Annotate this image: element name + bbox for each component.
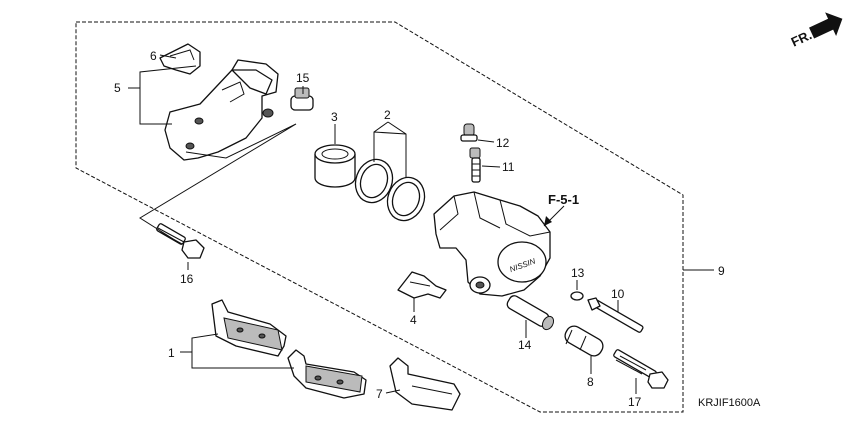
- leader-2: [373, 121, 407, 178]
- label-15: 15: [296, 71, 310, 85]
- slide-pin-part: [587, 297, 644, 333]
- label-14: 14: [518, 338, 532, 352]
- label-17: 17: [628, 395, 642, 409]
- label-1: 1: [168, 346, 175, 360]
- brake-pad-upper-part: [211, 299, 287, 357]
- pad-spring-part: [397, 271, 447, 299]
- leader-5: [128, 87, 172, 125]
- piston-part: [314, 144, 356, 188]
- bleeder-screw-part: [469, 147, 481, 183]
- front-direction-indicator: FR.: [789, 12, 843, 50]
- bleeder-cap-part: [460, 123, 478, 142]
- label-2: 2: [384, 108, 391, 122]
- label-9: 9: [718, 264, 725, 278]
- o-ring-part: [570, 291, 584, 301]
- brake-pad-lower-part: [287, 349, 367, 399]
- label-8: 8: [587, 375, 594, 389]
- leader-bracket-bolt: [139, 123, 297, 243]
- label-5: 5: [114, 81, 121, 95]
- label-10: 10: [611, 287, 625, 301]
- diagram-code: KRJIF1600A: [698, 397, 761, 409]
- label-16: 16: [180, 272, 194, 286]
- piston-seal-part: [354, 158, 426, 222]
- pin-boot-part: [506, 295, 555, 331]
- callout-arrow-icon: [544, 216, 552, 226]
- label-12: 12: [496, 136, 510, 150]
- label-3: 3: [331, 110, 338, 124]
- dust-boot-part: [564, 325, 604, 357]
- label-4: 4: [410, 313, 417, 327]
- label-6: 6: [150, 49, 157, 63]
- leader-5b: [139, 65, 197, 88]
- bolt-cap-part: [290, 87, 314, 111]
- pin-bolt-part: [613, 349, 669, 389]
- direction-label: FR.: [789, 27, 814, 49]
- caliper-bracket-part: [164, 59, 279, 161]
- label-7: 7: [376, 387, 383, 401]
- direction-arrow-icon: [809, 12, 843, 39]
- caliper-body-part: NISSIN: [433, 191, 551, 297]
- bracket-bolt-part: [156, 223, 205, 259]
- assembly-boundary: [75, 21, 684, 413]
- leader-12: [477, 139, 495, 143]
- leader-11: [481, 165, 501, 168]
- leader-6: [159, 54, 177, 59]
- label-13: 13: [571, 266, 585, 280]
- callout-reference: F-5-1: [548, 192, 579, 207]
- leader-7: [385, 389, 401, 394]
- label-11: 11: [502, 160, 515, 174]
- pad-shim-part: [389, 357, 461, 411]
- leader-1: [180, 333, 294, 369]
